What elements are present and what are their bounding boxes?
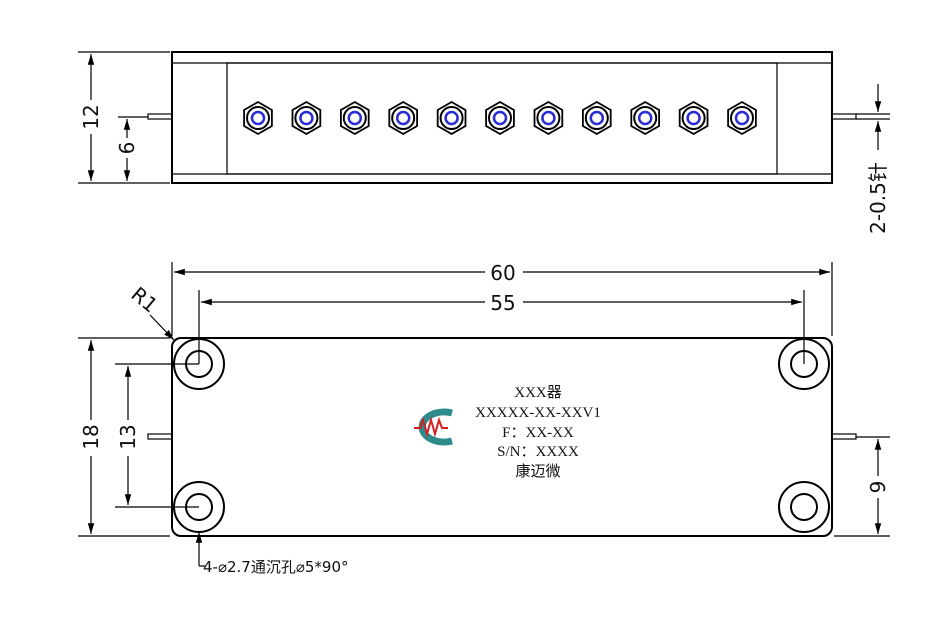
sma-connector — [678, 100, 709, 136]
dim-top-height: 12 — [79, 104, 103, 129]
sma-connector — [388, 100, 419, 136]
dim-top-pin-height: 6 — [115, 142, 139, 155]
dim-bottom-width-inner: 55 — [490, 291, 515, 315]
connector-panel — [226, 62, 778, 175]
sma-connector — [243, 100, 273, 136]
dim-corner-radius: R1 — [127, 282, 163, 317]
label-line-5: 康迈微 — [515, 463, 560, 480]
label-line-2: XXXXX-XX-XXV1 — [475, 405, 601, 421]
dim-right-pin-height: 9 — [866, 481, 890, 494]
dim-pins: 2-0.5针 — [866, 162, 890, 234]
label-line-1: XXX器 — [514, 385, 562, 401]
top-view — [147, 51, 857, 184]
label-line-4: S/N：XXXX — [497, 444, 579, 460]
bottom-view — [147, 337, 857, 537]
left-side-pin — [147, 433, 173, 440]
dim-bottom-height: 18 — [79, 424, 103, 449]
sma-connector — [485, 100, 515, 136]
sma-connector — [727, 100, 757, 136]
dim-hole-spacing: 13 — [116, 424, 140, 449]
right-side-pin — [831, 433, 857, 440]
brand-logo — [414, 408, 453, 446]
sma-connector — [436, 100, 467, 136]
connector-row — [243, 100, 757, 136]
right-pin — [831, 113, 857, 120]
dim-bottom-width-outer: 60 — [490, 261, 515, 285]
sma-connector — [582, 100, 612, 136]
sma-connector — [291, 100, 322, 136]
sma-connector — [339, 100, 370, 136]
sma-connector — [533, 100, 564, 136]
sma-connector — [630, 100, 660, 136]
label-line-3: F：XX-XX — [502, 425, 574, 441]
mounting-hole — [778, 481, 830, 533]
product-label: XXX器 XXXXX-XX-XXV1 F：XX-XX S/N：XXXX 康迈微 — [475, 385, 601, 480]
left-pin — [147, 113, 173, 120]
hole-note: 4-⌀2.7通沉孔⌀5*90° — [203, 558, 349, 576]
